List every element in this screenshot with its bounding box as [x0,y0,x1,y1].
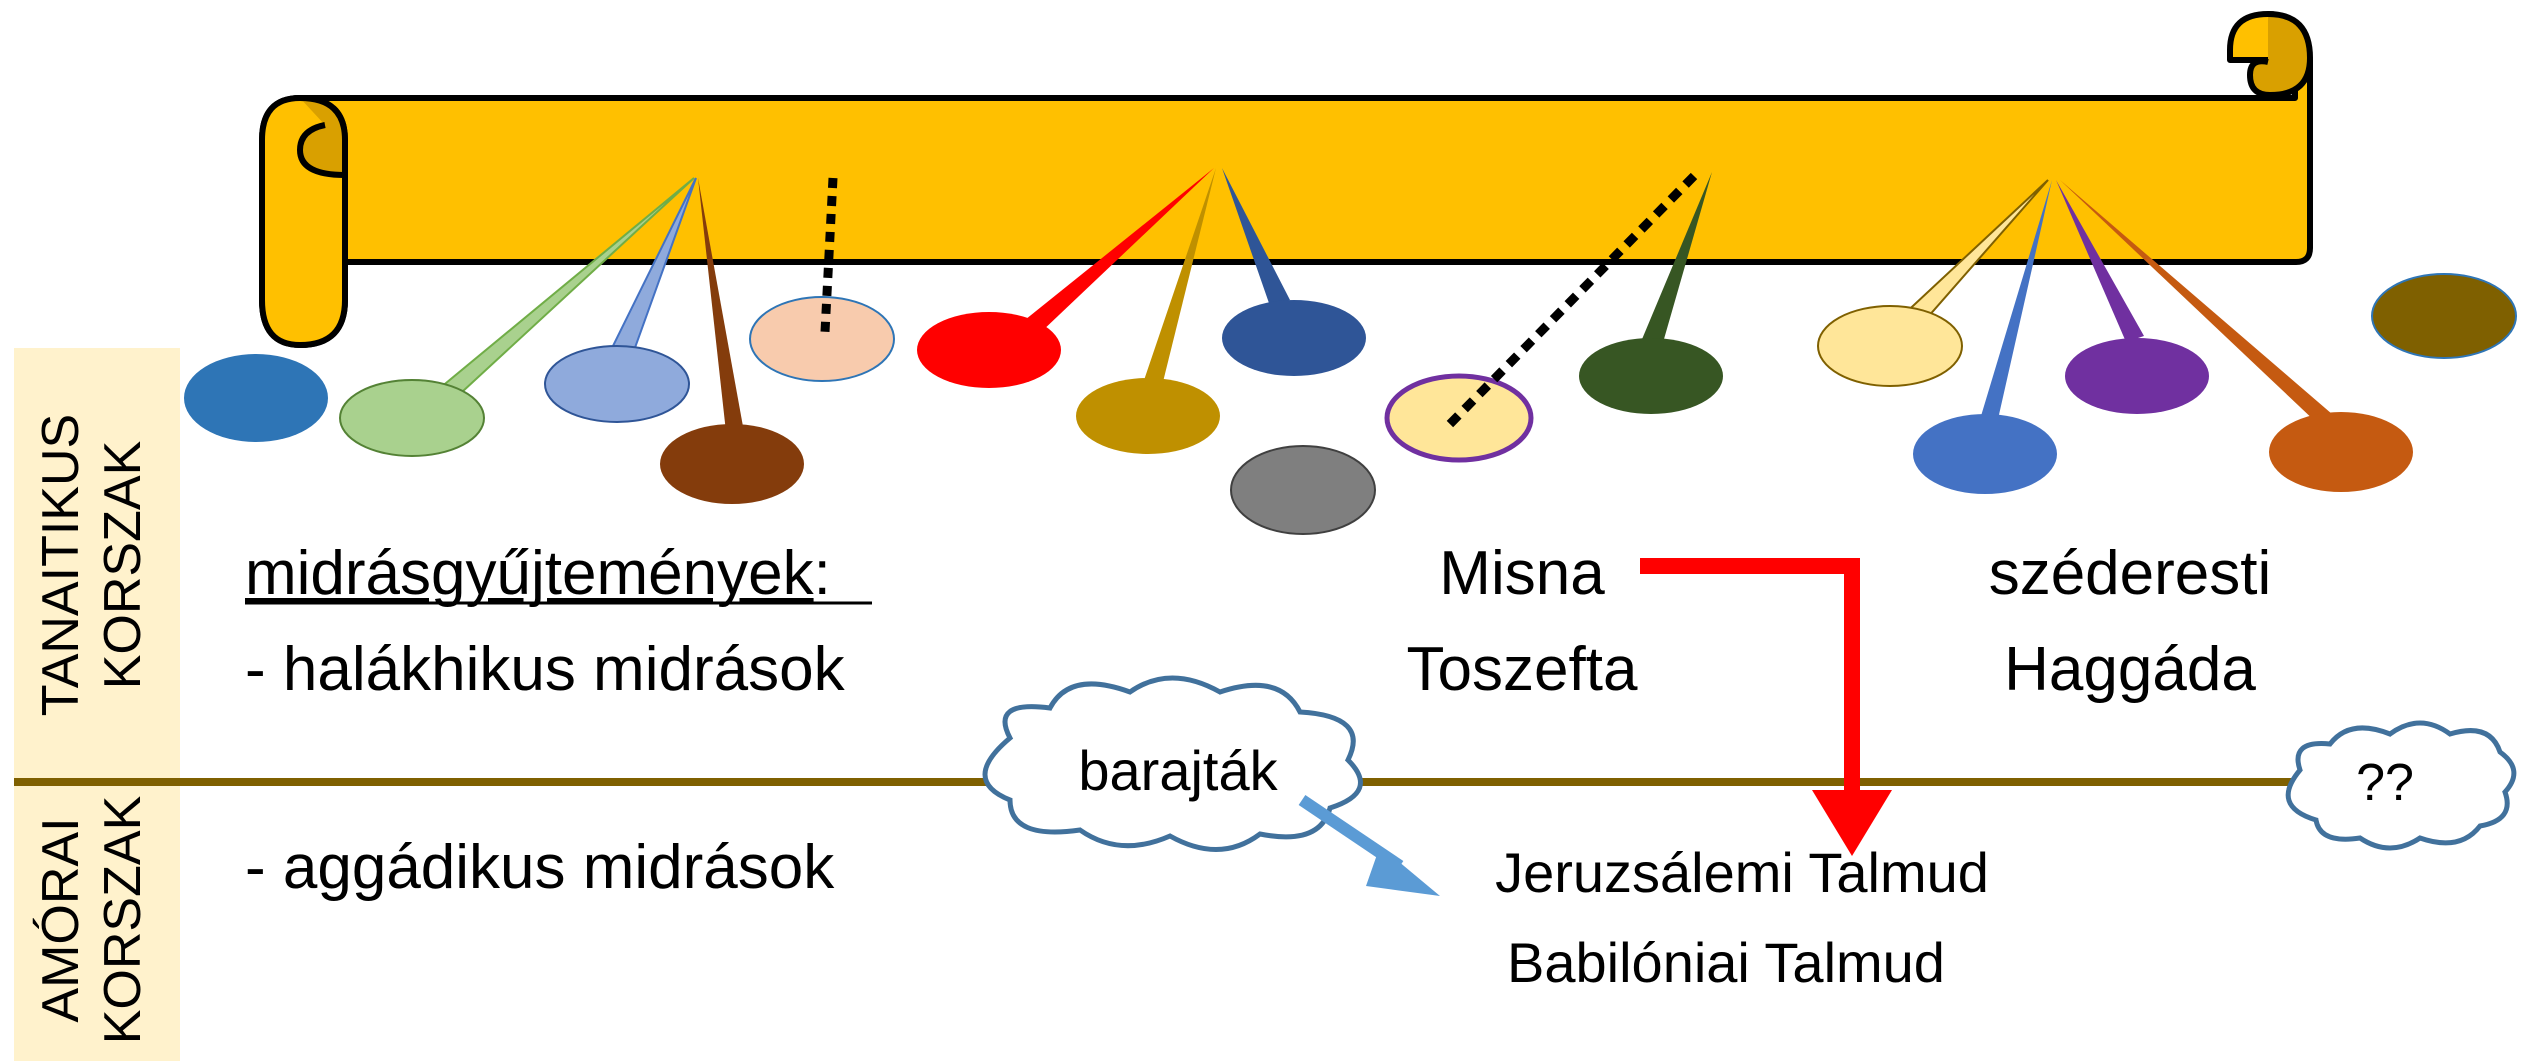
aggadic-midrashim: - aggádikus midrások [245,833,835,902]
scroll [259,11,2313,348]
unknown-cloud [2285,720,2517,851]
blob-lightblue [544,345,690,423]
pointer-purple [2056,180,2144,342]
pointer-orange [2060,180,2332,424]
period-band [14,348,180,1061]
red-arrow [1640,558,1860,800]
jerusalem-talmud-label: Jeruzsálemi Talmud [1495,841,1989,904]
pointer-royalblue [1978,180,2052,428]
period-label-tannaitic-line1: TANAITIKUS [32,414,90,716]
blob-gold [1076,378,1220,454]
babylonian-talmud-label: Babilóniai Talmud [1507,931,1945,994]
baraitot-cloud [982,675,1363,852]
blob-olive [2371,273,2517,359]
pointer-brown [698,178,744,432]
period-label-amoraic-line2: KORSZAK [94,795,152,1044]
mishnah-label: Misna [1439,539,1605,608]
tosefta-label: Toszefta [1407,635,1638,704]
pointer-navy [1222,168,1290,306]
blob-navy [1222,300,1366,376]
baraitot-label: barajták [1078,739,1278,802]
blob-purple [2065,338,2209,414]
blob-paleyellow [1817,305,1963,387]
blob-royalblue [1913,414,2057,494]
blob-orange [2269,412,2413,492]
midrash-collections-heading: midrásgyűjtemények: [245,539,831,608]
unknown-label: ?? [2356,754,2414,812]
halakhic-midrashim: - halákhikus midrások [245,635,846,704]
pointer-dotted-1 [820,177,838,333]
blob-darkgreen [1579,338,1723,414]
blob-red [917,312,1061,388]
blob-lightgreen [339,379,485,457]
period-label-tannaitic-line2: KORSZAK [94,440,152,689]
blue-arrow-head [1366,846,1440,896]
red-arrow-head [1812,790,1892,856]
pointer-dotted-2 [1444,172,1698,430]
blob-peach [749,296,895,382]
pointer-gold [1140,168,1216,394]
pointer-darkgreen [1640,172,1712,346]
seder-label: széderesti [1989,539,2272,608]
period-label-amoraic-line1: AMÓRAI [32,817,90,1022]
blob-grey [1230,445,1376,535]
pointer-red [1000,168,1214,352]
blob-brown [660,424,804,504]
haggadah-label: Haggáda [2004,635,2256,704]
blob-blue [184,354,328,442]
